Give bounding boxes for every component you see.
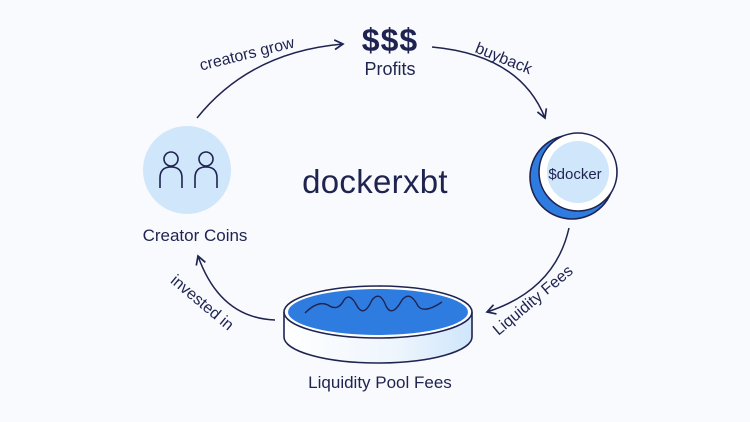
creator-coins-circle [143, 126, 231, 214]
docker-coin-label: $docker [548, 166, 602, 183]
arrow-buyback [431, 46, 548, 120]
dollar-signs-icon: $$$ [361, 22, 419, 58]
people-icon [159, 151, 218, 188]
docker-coin-icon [529, 132, 618, 220]
arrow-liquidity-fees [485, 227, 570, 315]
liquidity-pool-icon [283, 285, 473, 364]
profits-label: Profits [364, 59, 416, 79]
arrow-creators-grow [196, 39, 345, 119]
creator-coins-label: Creator Coins [142, 226, 248, 245]
arrow-invested-in [195, 254, 276, 321]
diagram-title: dockerxbt [302, 163, 448, 200]
liquidity-pool-label: Liquidity Pool Fees [308, 373, 452, 392]
